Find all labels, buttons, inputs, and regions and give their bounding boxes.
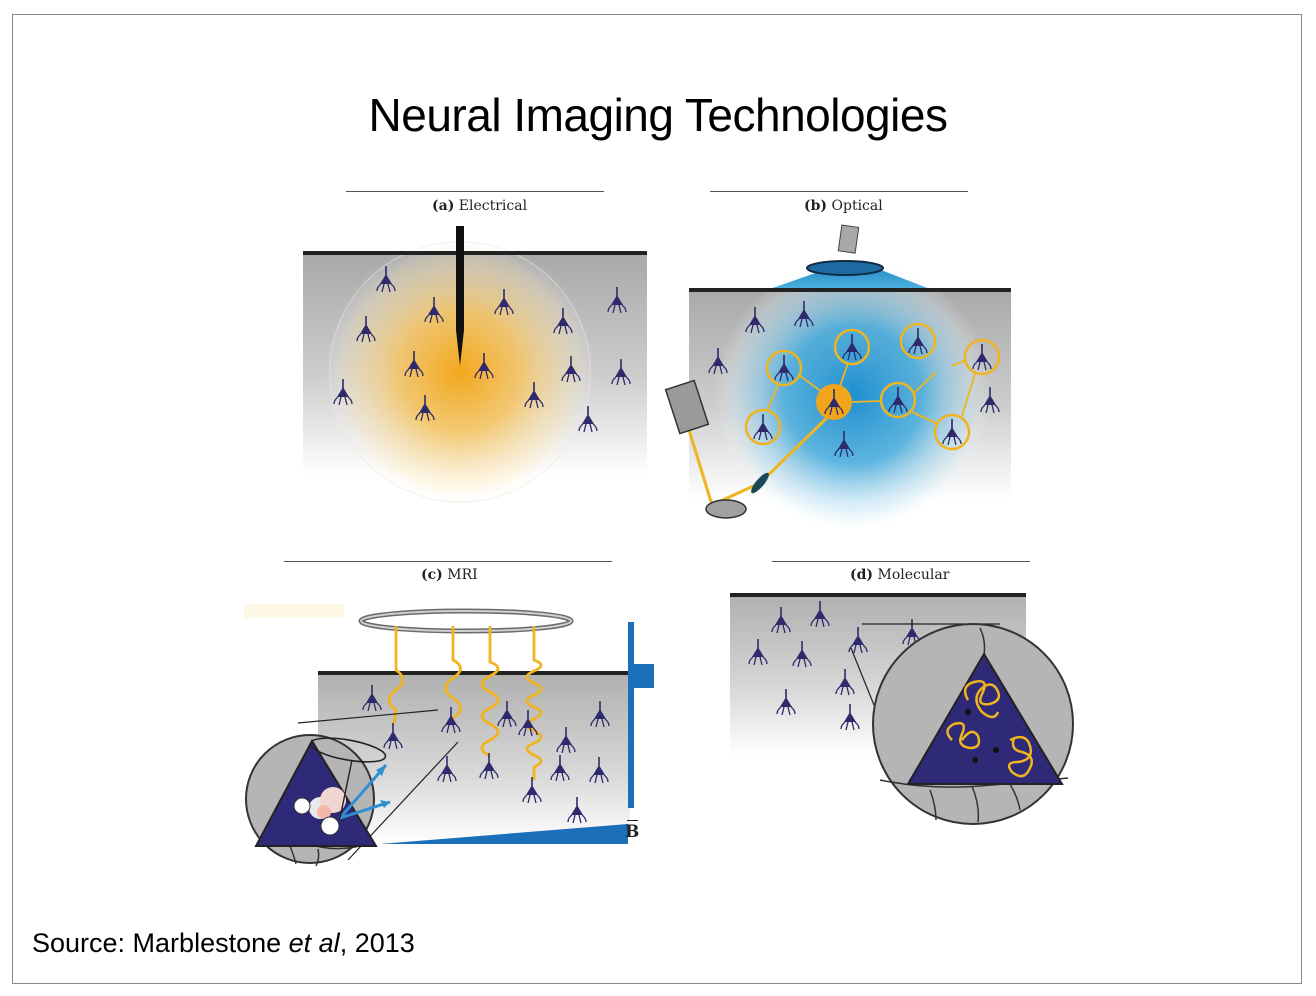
source-suffix: , 2013 xyxy=(339,928,415,958)
panel-b-tag: (b) xyxy=(804,198,828,214)
objective-lens xyxy=(806,260,884,276)
panel-d-tag: (d) xyxy=(850,567,874,583)
mri-field-gradient xyxy=(380,824,628,844)
optical-active-rings xyxy=(744,322,1001,451)
panel-d-label: (d) Molecular xyxy=(850,567,949,583)
panel-molecular xyxy=(730,593,1074,825)
panel-a-label: (a) Electrical xyxy=(432,198,527,214)
molecular-zoom-inset xyxy=(872,623,1074,825)
laser-beam xyxy=(684,408,837,508)
panel-electrical xyxy=(303,226,647,507)
optical-signal-arrows xyxy=(766,359,976,425)
panel-optical xyxy=(664,224,1011,533)
optical-camera xyxy=(837,224,860,254)
optical-lens-small xyxy=(751,472,769,494)
panel-a-title: Electrical xyxy=(458,198,528,214)
slide-title: Neural Imaging Technologies xyxy=(368,89,948,141)
panel-b-rule xyxy=(710,191,968,192)
magnetic-field-symbol: B xyxy=(625,822,640,842)
panel-d-rule xyxy=(772,561,1030,562)
panel-mri xyxy=(244,604,654,867)
electrical-field-glow xyxy=(325,237,595,507)
panel-c-label: (c) MRI xyxy=(421,567,478,583)
panel-d-title: Molecular xyxy=(877,567,950,583)
mri-field-profile xyxy=(628,622,654,808)
panel-c-rule xyxy=(284,561,612,562)
panel-c-title: MRI xyxy=(447,567,478,583)
source-prefix: Source: Marblestone xyxy=(32,928,289,958)
source-citation: Source: Marblestone et al, 2013 xyxy=(32,928,415,959)
electrode-needle xyxy=(456,226,464,366)
optical-field-glow xyxy=(715,257,991,533)
magnetic-field-label: B xyxy=(625,820,640,842)
panel-a-rule xyxy=(346,191,604,192)
slide-frame xyxy=(12,14,1302,984)
molecular-dna-strands xyxy=(946,680,1033,778)
optical-light-cone xyxy=(764,268,935,291)
source-etal: et al xyxy=(288,928,340,958)
laser-source xyxy=(664,379,710,435)
panel-c-tag: (c) xyxy=(421,567,443,583)
mri-zoom-inset xyxy=(245,734,391,867)
galvo-mirror xyxy=(705,499,747,519)
mri-signal-waves xyxy=(387,626,543,780)
panel-b-title: Optical xyxy=(831,198,883,214)
panel-a-tag: (a) xyxy=(432,198,455,214)
panel-b-label: (b) Optical xyxy=(804,198,883,214)
